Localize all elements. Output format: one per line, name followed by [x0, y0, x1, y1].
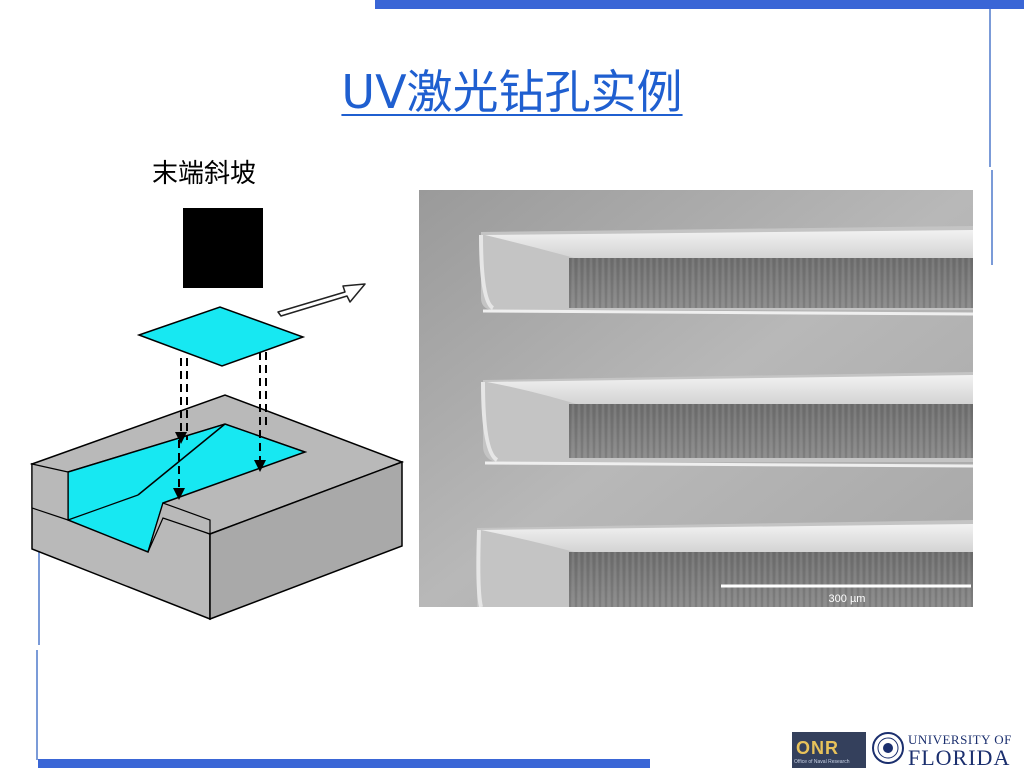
ramp-edge	[137, 423, 226, 496]
onr-logo: ONR Office of Naval Research	[792, 732, 866, 768]
onr-caption: Office of Naval Research	[794, 759, 850, 765]
projection-arrow-right	[254, 460, 266, 472]
trench-right-wall	[147, 502, 211, 553]
sem-ridge	[476, 520, 973, 607]
sem-scale-label: 300 µm	[829, 593, 866, 605]
laser-head	[183, 208, 263, 288]
sem-ridge	[479, 226, 973, 316]
right-vertical-line	[989, 9, 991, 167]
left-vertical-line	[38, 520, 40, 645]
onr-logo-text: ONR	[796, 738, 839, 758]
right-vertical-line-lower	[991, 170, 993, 265]
end-ramp-label: 末端斜坡	[152, 159, 257, 189]
ramp-fold	[67, 494, 139, 521]
uf-seal-icon	[872, 732, 904, 764]
top-accent-bar	[375, 0, 1024, 9]
footer-logos: ONR Office of Naval Research UNIVERSITY …	[792, 730, 1024, 770]
uf-wordmark-line2: FLORIDA	[908, 745, 1011, 770]
mask-plate	[136, 306, 306, 367]
sem-micrograph: 300 µm	[419, 190, 973, 607]
left-vertical-line-lower	[36, 650, 38, 760]
block-side-face	[209, 460, 403, 621]
uf-wordmark-line1: UNIVERSITY OF	[908, 732, 1012, 747]
slide-title: UV激光钻孔实例	[341, 65, 683, 119]
projection-arrow-left-top	[175, 432, 187, 444]
projection-arrow-left	[173, 488, 185, 500]
scan-direction-arrow	[277, 283, 366, 317]
laser-ramp-schematic-icon	[29, 208, 405, 621]
sem-ridge	[481, 372, 973, 468]
bottom-accent-bar	[38, 759, 650, 768]
